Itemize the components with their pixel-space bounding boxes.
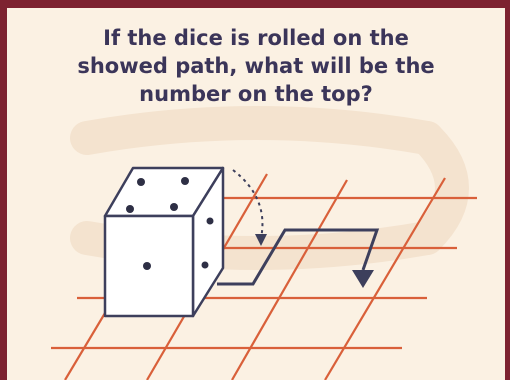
roll-direction-hint [232,169,264,239]
top-pip-3 [126,205,134,213]
dice [103,166,225,318]
puzzle-card: If the dice is rolled on the showed path… [7,8,505,380]
question-line-1: If the dice is rolled on the [103,26,409,50]
grid-line-d3 [324,177,446,380]
path-arrow-icon [352,270,374,288]
puzzle-scene [51,106,477,380]
question-line-2: showed path, what will be the [77,54,435,78]
roll-path [217,228,380,286]
side-pip-1 [206,217,214,225]
top-pip-2 [181,177,189,185]
puzzle-question: If the dice is rolled on the showed path… [7,24,505,108]
hint-arrowhead-icon [255,234,267,246]
side-pip-2 [201,261,209,269]
dice-pips [126,177,214,270]
top-pip-4 [170,203,178,211]
grid-line-d2 [231,179,348,380]
top-pip-1 [137,178,145,186]
question-line-3: number on the top? [139,82,373,106]
front-pip-1 [143,262,151,270]
